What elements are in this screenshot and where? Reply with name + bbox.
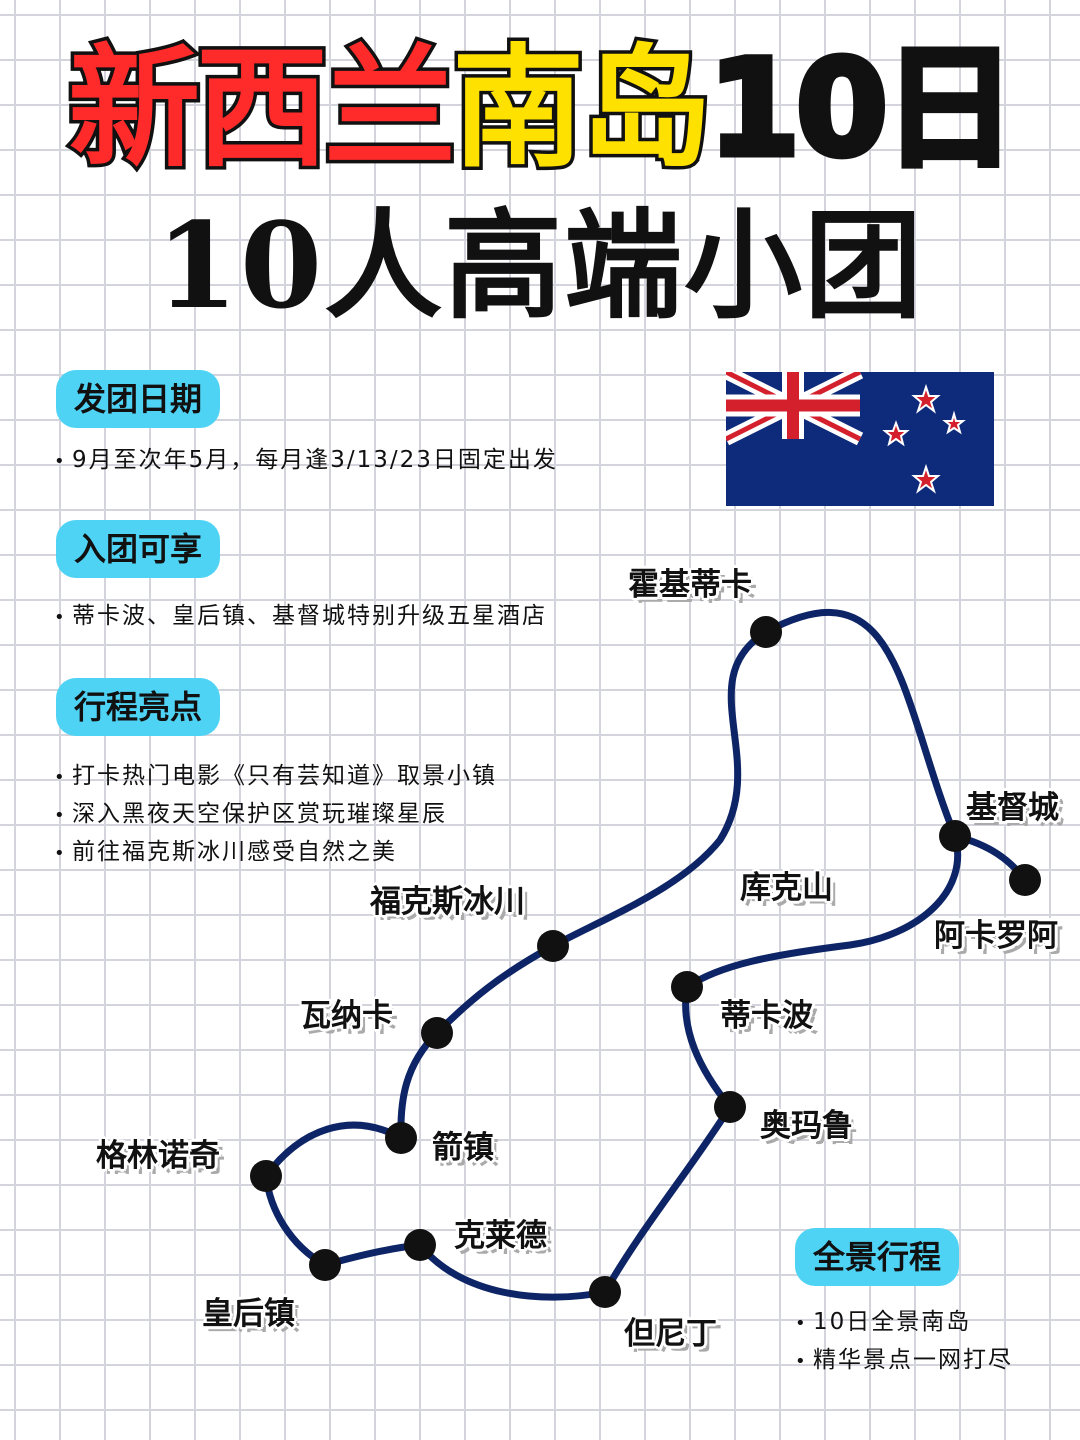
stop-label-hokitika: 霍基蒂卡 <box>628 567 752 603</box>
benefits-heading: 入团可享 <box>56 520 221 578</box>
list-item: 精华景点一网打尽 <box>795 1342 1013 1380</box>
benefits-list: 蒂卡波、皇后镇、基督城特别升级五星酒店 <box>54 598 547 636</box>
stop-queenstown-dot <box>309 1249 341 1281</box>
stop-clyde-dot <box>404 1229 436 1261</box>
highlights-list: 打卡热门电影《只有芸知道》取景小镇 深入黑夜天空保护区赏玩璀璨星辰 前往福克斯冰… <box>54 758 497 872</box>
subtitle: 10人高端小团 <box>155 196 925 335</box>
stop-label-tekapo: 蒂卡波 <box>720 998 813 1034</box>
main-title: 新西兰南岛10日 <box>0 31 1080 188</box>
stop-tekapo-dot <box>671 971 703 1003</box>
route-stops <box>250 616 1041 1308</box>
list-item: 蒂卡波、皇后镇、基督城特别升级五星酒店 <box>54 598 547 636</box>
title-new-zealand: 新西兰 <box>65 31 460 188</box>
list-item: 深入黑夜天空保护区赏玩璀璨星辰 <box>54 796 497 834</box>
stop-label-queenstown: 皇后镇 <box>202 1296 295 1332</box>
highlights-heading: 行程亮点 <box>56 678 221 736</box>
stop-hokitika-dot <box>750 616 782 648</box>
title-10-days: 10日 <box>705 31 1020 188</box>
list-item: 打卡热门电影《只有芸知道》取景小镇 <box>54 758 497 796</box>
overview-heading: 全景行程 <box>795 1228 960 1286</box>
stop-wanaka-dot <box>421 1017 453 1049</box>
stop-arrowtown-dot <box>385 1122 417 1154</box>
stop-label-fox-glacier: 福克斯冰川 <box>370 884 525 920</box>
stop-oamaru-dot <box>714 1091 746 1123</box>
stop-label-arrowtown: 箭镇 <box>432 1130 494 1166</box>
departure-heading: 发团日期 <box>56 370 221 428</box>
list-item: 10日全景南岛 <box>795 1304 1013 1342</box>
list-item: 9月至次年5月，每月逢3/13/23日固定出发 <box>54 442 558 480</box>
stop-label-wanaka: 瓦纳卡 <box>300 998 393 1034</box>
stop-glenorchy-dot <box>250 1160 282 1192</box>
stop-label-dunedin: 但尼丁 <box>624 1316 717 1352</box>
route-line <box>262 608 1029 1301</box>
stop-label-glenorchy: 格林诺奇 <box>96 1138 220 1174</box>
departure-list: 9月至次年5月，每月逢3/13/23日固定出发 <box>54 442 558 480</box>
stop-christchurch-dot <box>939 820 971 852</box>
title-south-island: 南岛 <box>449 31 716 188</box>
stop-label-mount-cook: 库克山 <box>740 870 833 906</box>
stop-label-clyde: 克莱德 <box>454 1218 547 1254</box>
stop-label-oamaru: 奥玛鲁 <box>760 1108 853 1144</box>
stop-dunedin-dot <box>589 1276 621 1308</box>
stop-label-christchurch: 基督城 <box>966 790 1059 826</box>
overview-list: 10日全景南岛 精华景点一网打尽 <box>795 1304 1013 1380</box>
list-item: 前往福克斯冰川感受自然之美 <box>54 834 497 872</box>
stop-fox-glacier-dot <box>537 930 569 962</box>
stop-label-akaroa: 阿卡罗阿 <box>934 918 1058 954</box>
stop-akaroa-dot <box>1009 864 1041 896</box>
new-zealand-flag <box>726 372 994 506</box>
